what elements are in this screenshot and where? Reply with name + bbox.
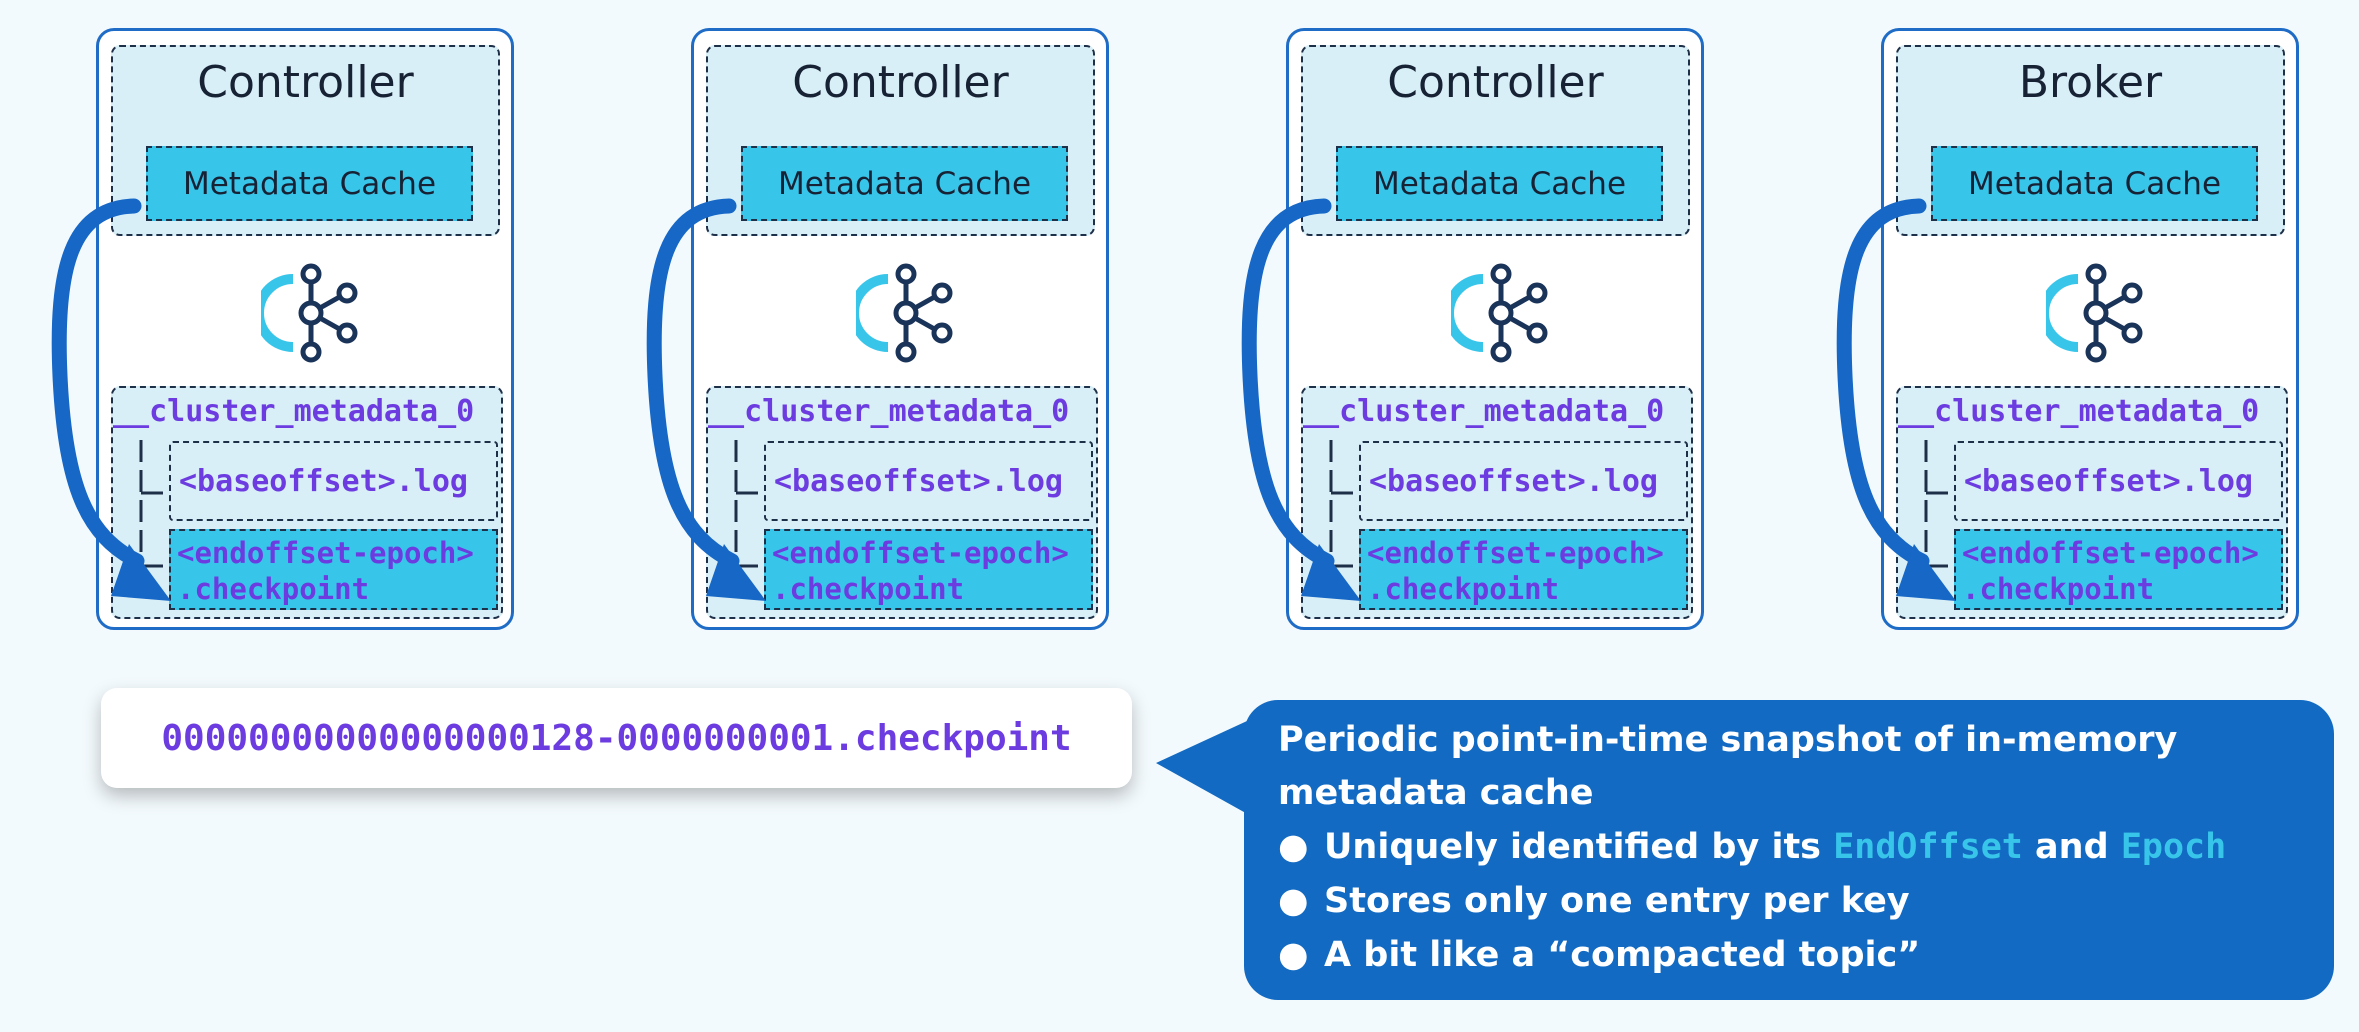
log-file: <baseoffset>.log (169, 441, 498, 521)
bullet-text-and: and (2022, 827, 2121, 867)
metadata-cache-box: Metadata Cache (1931, 146, 2258, 221)
bullet-dot: ● (1278, 881, 1309, 921)
bullet-text: Uniquely identified by its (1324, 827, 1834, 867)
checkpoint-line-1: <endoffset-epoch> (1962, 536, 2259, 570)
checkpoint-file: <endoffset-epoch> .checkpoint (764, 529, 1093, 610)
checkpoint-description-callout: Periodic point-in-time snapshot of in-me… (1244, 700, 2334, 1000)
log-directory-panel: __cluster_metadata_0 <baseoffset>.log <e… (1896, 386, 2288, 619)
memory-panel: Controller Metadata Cache (1301, 45, 1690, 236)
memory-panel: Controller Metadata Cache (111, 45, 500, 236)
cluster-metadata-dir: __cluster_metadata_0 (1898, 394, 2260, 429)
callout-pointer (1156, 715, 1260, 821)
cluster-metadata-dir: __cluster_metadata_0 (708, 394, 1070, 429)
node-title: Controller (197, 57, 414, 108)
kafka-logo-icon (2046, 263, 2143, 363)
snapshot-arrow (1836, 198, 1956, 601)
endoffset-code: EndOffset (1833, 827, 2023, 867)
checkpoint-line-1: <endoffset-epoch> (772, 536, 1069, 570)
metadata-cache-box: Metadata Cache (1336, 146, 1663, 221)
log-directory-panel: __cluster_metadata_0 <baseoffset>.log <e… (706, 386, 1098, 619)
cluster-metadata-dir: __cluster_metadata_0 (1303, 394, 1665, 429)
node-card-controller-1: Controller Metadata Cache __cluster_meta… (51, 28, 514, 630)
log-file: <baseoffset>.log (764, 441, 1093, 521)
metadata-cache-box: Metadata Cache (741, 146, 1068, 221)
kafka-logo-icon (261, 263, 358, 363)
log-directory-panel: __cluster_metadata_0 <baseoffset>.log <e… (111, 386, 503, 619)
node-title: Controller (1387, 57, 1604, 108)
bullet-item-compacted-topic: ● A bit like a “compacted topic” (1278, 928, 2304, 982)
log-file: <baseoffset>.log (1954, 441, 2283, 521)
bullet-text: A bit like a “compacted topic” (1324, 935, 1921, 975)
kafka-logo-icon (1451, 263, 1548, 363)
metadata-cache-box: Metadata Cache (146, 146, 473, 221)
memory-panel: Controller Metadata Cache (706, 45, 1095, 236)
node-title: Controller (792, 57, 1009, 108)
snapshot-arrow (646, 198, 766, 601)
checkpoint-line-1: <endoffset-epoch> (177, 536, 474, 570)
checkpoint-line-2: .checkpoint (772, 572, 965, 606)
node-card-controller-2: Controller Metadata Cache __cluster_meta… (646, 28, 1109, 630)
log-file: <baseoffset>.log (1359, 441, 1688, 521)
checkpoint-line-2: .checkpoint (177, 572, 370, 606)
checkpoint-line-2: .checkpoint (1367, 572, 1560, 606)
cluster-metadata-dir: __cluster_metadata_0 (113, 394, 475, 429)
log-directory-panel: __cluster_metadata_0 <baseoffset>.log <e… (1301, 386, 1693, 619)
checkpoint-line-2: .checkpoint (1962, 572, 2155, 606)
snapshot-arrow (1241, 198, 1361, 601)
example-checkpoint-filename: 00000000000000000128-0000000001.checkpoi… (101, 688, 1132, 788)
node-title: Broker (2018, 57, 2163, 108)
checkpoint-file: <endoffset-epoch> .checkpoint (1359, 529, 1688, 610)
kafka-logo-icon (856, 263, 953, 363)
checkpoint-file: <endoffset-epoch> .checkpoint (169, 529, 498, 610)
checkpoint-line-1: <endoffset-epoch> (1367, 536, 1664, 570)
bullet-item-identity: ● Uniquely identified by its EndOffset an… (1278, 820, 2304, 874)
bullet-item-one-entry: ● Stores only one entry per key (1278, 874, 2304, 928)
callout-bullet-list: ● Uniquely identified by its EndOffset an… (1278, 820, 2304, 982)
memory-panel: Broker Metadata Cache (1896, 45, 2285, 236)
node-card-controller-3: Controller Metadata Cache __cluster_meta… (1241, 28, 1704, 630)
checkpoint-file: <endoffset-epoch> .checkpoint (1954, 529, 2283, 610)
epoch-code: Epoch (2120, 827, 2227, 867)
node-card-broker: Broker Metadata Cache __cluster_metadata… (1836, 28, 2299, 630)
callout-intro: Periodic point-in-time snapshot of in-me… (1278, 720, 2178, 813)
bullet-text: Stores only one entry per key (1324, 881, 1910, 921)
snapshot-arrow (51, 198, 171, 601)
bullet-dot: ● (1278, 935, 1309, 975)
bullet-dot: ● (1278, 827, 1309, 867)
